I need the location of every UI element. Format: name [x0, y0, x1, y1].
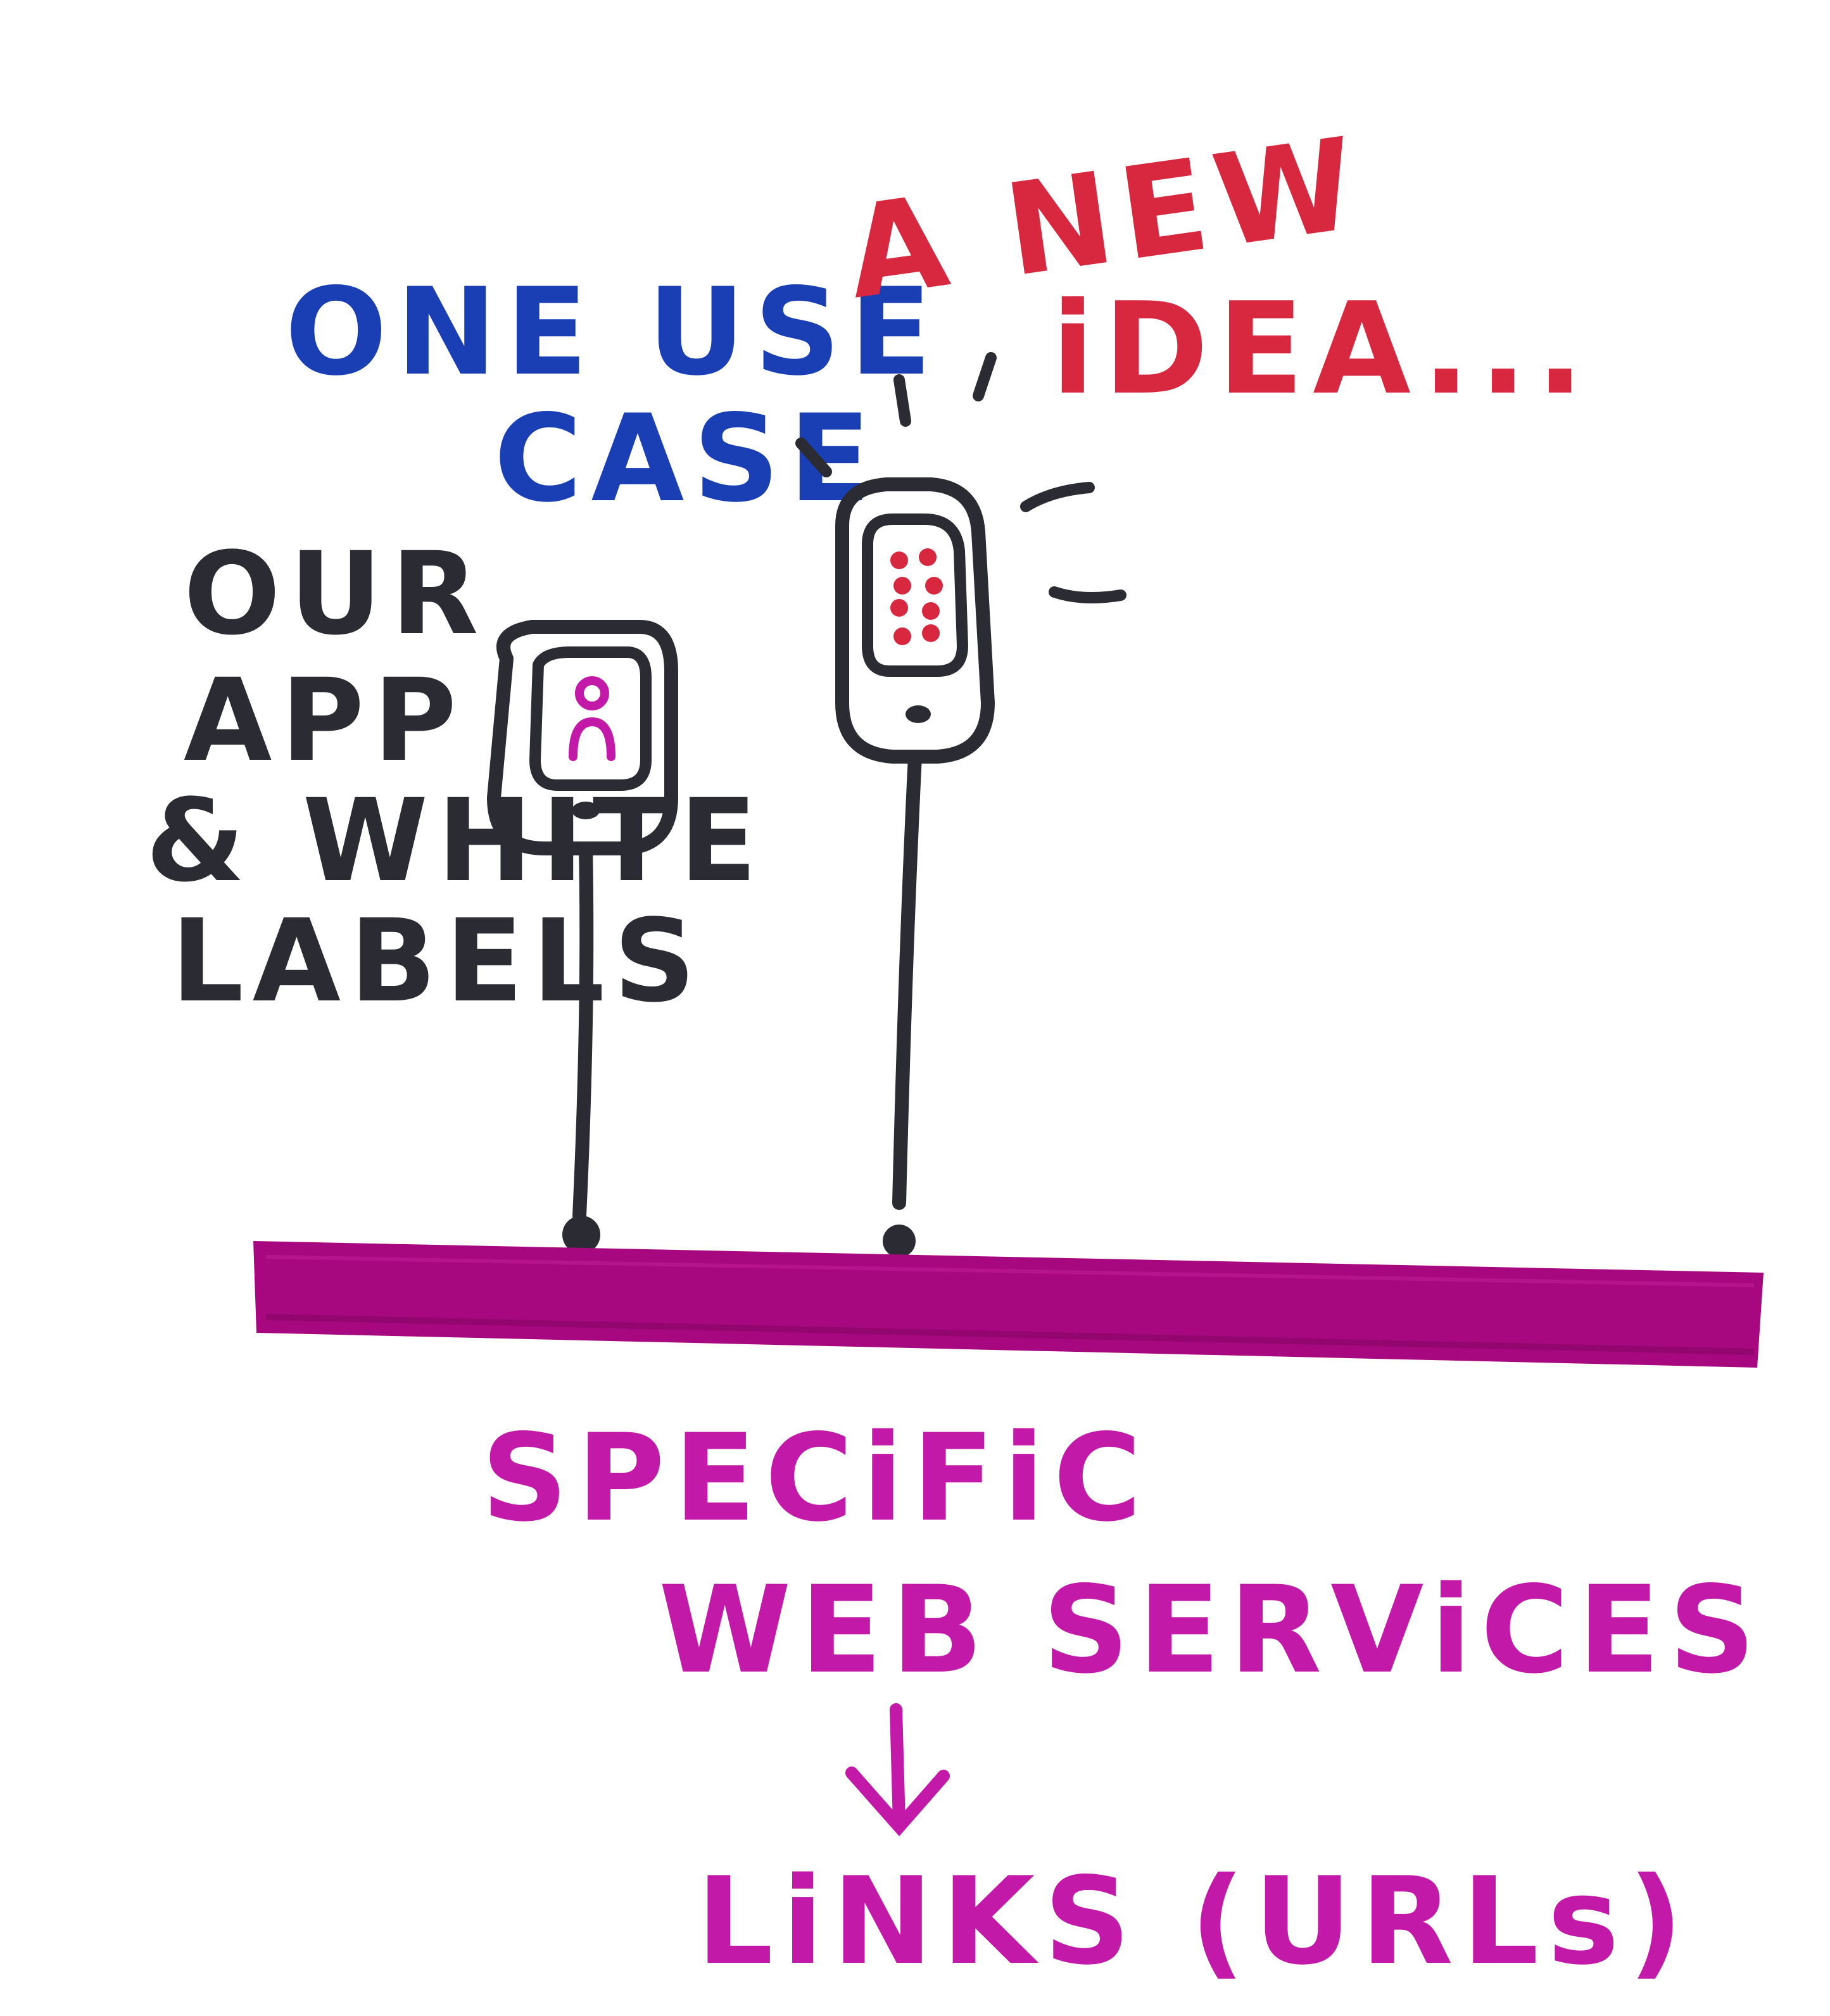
person-icon	[569, 676, 615, 761]
new-idea-label-line2: iDEA...	[1051, 275, 1593, 423]
right-phone-icon	[835, 477, 995, 1257]
left-phone-icon	[487, 620, 678, 1254]
dots-icon	[890, 548, 943, 645]
services-label-line1: SPECiFiC	[481, 1408, 1151, 1548]
our-app-label-line2: APP	[184, 655, 465, 787]
use-case-label-line1: ONE USE	[285, 262, 940, 402]
idea-rays-icon	[795, 352, 1126, 603]
links-label: LiNKS (URLs)	[697, 1851, 1692, 1991]
platform-bar	[253, 1241, 1764, 1368]
our-app-label-line4: LABELS	[171, 895, 705, 1028]
our-app-label-line1: OUR	[184, 528, 488, 660]
services-label-line2: WEB SERViCES	[659, 1560, 1764, 1700]
down-arrow-icon	[845, 1703, 950, 1837]
